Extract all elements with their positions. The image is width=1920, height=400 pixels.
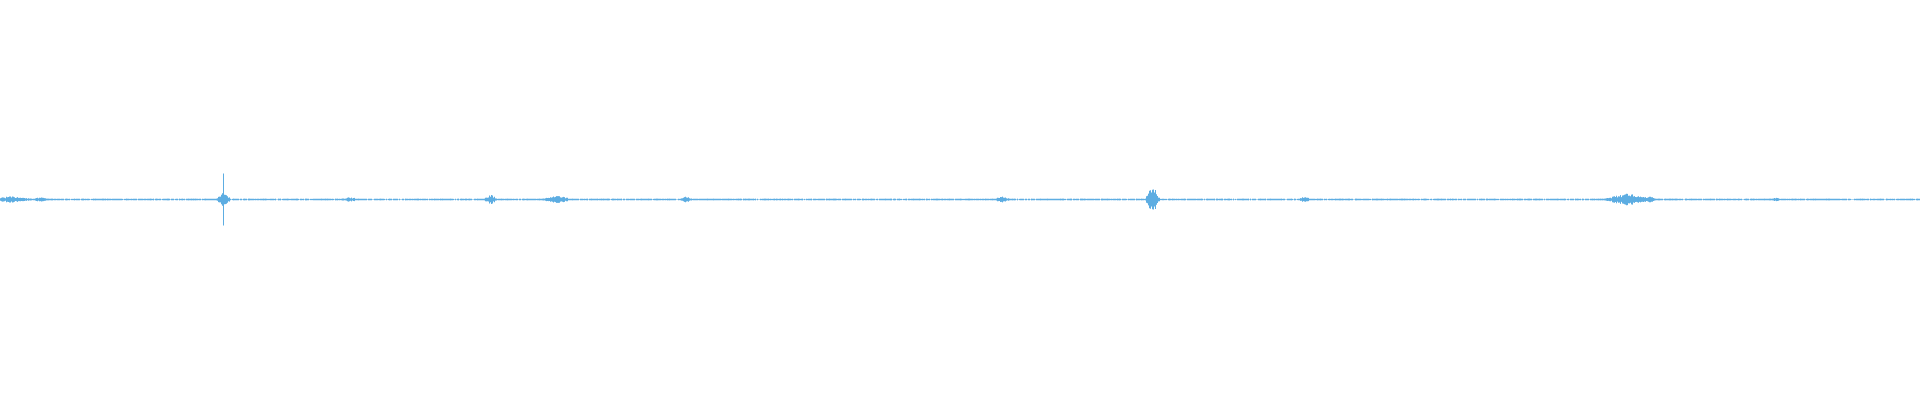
waveform-path [0, 173, 1920, 226]
